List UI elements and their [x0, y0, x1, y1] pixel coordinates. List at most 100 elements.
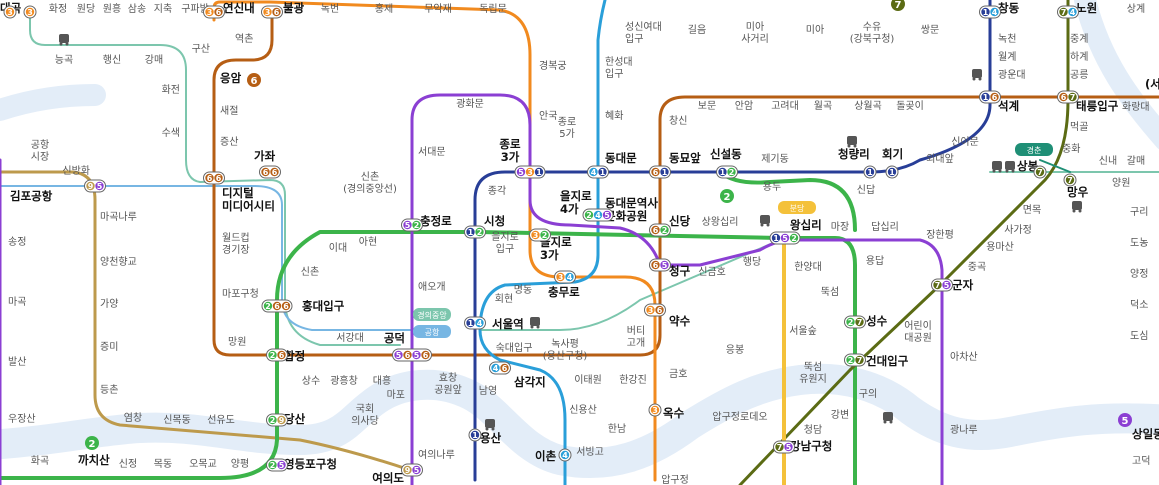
station-label-yeonsinnae[interactable]: 연신내: [223, 1, 255, 15]
station-label-meokgol[interactable]: 먹골: [1070, 121, 1088, 133]
station-label-galmae[interactable]: 갈매: [1127, 154, 1145, 167]
station-label-anguk[interactable]: 안국: [539, 110, 557, 122]
station-label-aeogae[interactable]: 애오개: [418, 281, 446, 293]
station-label-seonyudo[interactable]: 선유도: [207, 414, 235, 426]
station-label-seongsu[interactable]: 성수: [866, 314, 888, 328]
station-label-gwanghwamun[interactable]: 광화문: [456, 98, 484, 110]
station-label-noksapyeong[interactable]: 녹사평(용산구청): [543, 338, 588, 362]
station-label-yongsan[interactable]: 용산: [480, 431, 502, 445]
station-label-boomun[interactable]: 보문: [698, 100, 716, 112]
station-label-yeouido[interactable]: 여의도: [372, 471, 404, 485]
station-label-seoul-station[interactable]: 서울역: [492, 317, 524, 331]
station-label-kkachisan[interactable]: 까치산: [78, 453, 110, 467]
station-label-sinnae[interactable]: 신내: [1099, 155, 1117, 167]
station-label-myeongdong[interactable]: 명동: [514, 284, 532, 296]
station-label-yeomchang[interactable]: 염창: [124, 412, 142, 424]
station-label-hongik-univ[interactable]: 홍대입구: [302, 299, 345, 313]
station-label-cityhall[interactable]: 시청: [484, 214, 505, 228]
station-label-mia[interactable]: 미아: [806, 24, 824, 36]
station-label-haengsin[interactable]: 행신: [103, 54, 121, 66]
station-label-achasan[interactable]: 아차산: [950, 351, 978, 363]
station-label-dongmyo[interactable]: 동묘앞: [669, 151, 701, 165]
station-label-jonggak[interactable]: 종각: [488, 185, 506, 197]
station-label-singeumho[interactable]: 신금호: [698, 266, 726, 278]
station-label-hwajeon[interactable]: 화전: [162, 84, 180, 96]
station-label-magongnaru[interactable]: 마곡나루: [100, 211, 137, 223]
station-label-susaek[interactable]: 수색: [162, 127, 180, 139]
station-label-jeungmi[interactable]: 증미: [100, 341, 118, 353]
station-label-deungchon[interactable]: 등촌: [100, 384, 118, 396]
station-label-yaksu[interactable]: 약수: [669, 314, 691, 328]
station-label-sangsu[interactable]: 상수: [302, 375, 320, 387]
station-label-hannam[interactable]: 한남: [608, 423, 626, 435]
station-label-konkuk[interactable]: 건대입구: [866, 354, 909, 368]
station-label-dapsimni[interactable]: 답십리: [871, 221, 899, 233]
station-label-ttukseom[interactable]: 뚝섬: [821, 286, 839, 298]
station-label-sanggye[interactable]: 상계: [1127, 3, 1145, 15]
station-label-korea-univ[interactable]: 고려대: [771, 100, 799, 112]
station-label-gimpo-airport[interactable]: 김포공항: [10, 189, 53, 203]
station-label-magok[interactable]: 마곡: [8, 296, 26, 308]
station-label-wonheung[interactable]: 원흥: [103, 2, 121, 15]
station-label-sagajeong[interactable]: 사가정: [1004, 224, 1032, 236]
station-label-mokdong[interactable]: 목동: [154, 458, 172, 470]
station-label-yeouinaru[interactable]: 여의나루: [418, 449, 455, 461]
station-label-yongdu[interactable]: 용두: [763, 181, 781, 193]
station-label-cheongdam[interactable]: 청담: [804, 424, 822, 436]
station-label-jegidong[interactable]: 제기동: [761, 153, 789, 165]
station-label-dolgoji[interactable]: 돌곶이: [896, 100, 924, 112]
station-label-changdong[interactable]: 창동: [998, 1, 1020, 15]
station-label-hyehwa[interactable]: 혜화: [605, 110, 623, 122]
station-label-seobinggo[interactable]: 서빙고: [576, 446, 604, 458]
station-label-sinchon[interactable]: 신촌: [301, 266, 319, 278]
station-label-eungbong[interactable]: 응봉: [726, 344, 744, 356]
station-label-yeongdeungpo-gu-office[interactable]: 영등포구청: [284, 457, 337, 471]
station-label-guri[interactable]: 구리: [1130, 206, 1148, 218]
station-label-muakjae[interactable]: 무악재: [424, 3, 452, 15]
station-label-sinjeong[interactable]: 신정: [119, 458, 137, 470]
station-label-geumho[interactable]: 금호: [669, 368, 687, 380]
station-label-haengdang[interactable]: 행당: [743, 256, 761, 268]
station-label-sangwolgok[interactable]: 상월곡: [854, 100, 882, 112]
station-label-yongmasan[interactable]: 용마산: [986, 241, 1014, 253]
station-label-chungjeongno[interactable]: 충정로: [420, 214, 452, 228]
station-label-samsong[interactable]: 삼송: [128, 3, 146, 15]
station-label-gwangnaru[interactable]: 광나루: [950, 424, 978, 436]
station-label-songjeong[interactable]: 송정: [8, 236, 26, 248]
station-label-gajwa[interactable]: 가좌: [254, 149, 276, 163]
station-label-sinchon-gyeongui[interactable]: 신촌(경의중앙선): [343, 171, 397, 195]
transfer-marker[interactable]: 3: [23, 5, 37, 19]
station-label-dowon[interactable]: 도농: [1130, 237, 1148, 249]
station-label-janghanpyeong[interactable]: 장한평: [926, 229, 954, 241]
station-label-seoulforest[interactable]: 서울숲: [789, 325, 817, 337]
station-label-deokso[interactable]: 덕소: [1130, 299, 1148, 311]
station-label-changsin[interactable]: 창신: [669, 115, 687, 127]
station-label-hangangjin[interactable]: 한강진: [619, 374, 647, 386]
station-label-bulgwang[interactable]: 불광: [283, 1, 305, 15]
transfer-marker[interactable]: 7: [1033, 165, 1047, 179]
